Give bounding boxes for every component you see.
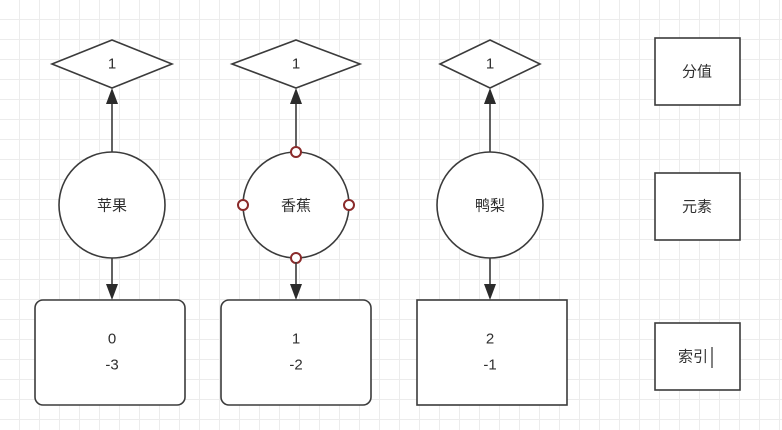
column-apple[interactable]: 1 苹果 0 -3: [34, 39, 186, 406]
element-circle-label-pear: 鸭梨: [475, 198, 505, 215]
legend-panel[interactable]: 分值 元素 索引: [654, 37, 741, 391]
legend-label-score: 分值: [682, 64, 712, 81]
resize-handle-west[interactable]: [237, 199, 249, 211]
selection-handles-banana[interactable]: [237, 146, 355, 264]
score-diamond-apple[interactable]: 1: [49, 39, 175, 89]
resize-handle-south[interactable]: [290, 252, 302, 264]
legend-box[interactable]: [654, 172, 741, 241]
index-box-line1-banana: 1: [292, 331, 300, 348]
score-diamond-label-pear: 1: [486, 56, 494, 73]
index-box-apple[interactable]: 0 -3: [34, 299, 186, 406]
rect-shape[interactable]: [34, 299, 186, 406]
legend-box[interactable]: [654, 322, 741, 391]
element-circle-banana[interactable]: 香蕉: [242, 151, 350, 259]
index-box-banana[interactable]: 1 -2: [220, 299, 372, 406]
edge-element-to-index-apple[interactable]: [106, 258, 118, 300]
legend-box[interactable]: [654, 37, 741, 106]
arrowhead-up-icon: [106, 88, 118, 104]
column-pear[interactable]: 1 鸭梨 2 -1: [416, 39, 568, 406]
score-diamond-banana[interactable]: 1: [229, 39, 363, 89]
legend-item-score[interactable]: 分值: [654, 37, 741, 106]
index-box-line2-pear: -1: [483, 357, 496, 374]
rect-shape[interactable]: [220, 299, 372, 406]
score-diamond-pear[interactable]: 1: [438, 39, 542, 89]
element-circle-pear[interactable]: 鸭梨: [436, 151, 544, 259]
arrowhead-down-icon: [290, 284, 302, 300]
edge-element-to-score-pear[interactable]: [484, 88, 496, 152]
element-circle-apple[interactable]: 苹果: [58, 151, 166, 259]
edge-element-to-score-apple[interactable]: [106, 88, 118, 152]
edge-element-to-index-pear[interactable]: [484, 258, 496, 300]
element-circle-label-apple: 苹果: [97, 198, 127, 215]
resize-handle-north[interactable]: [290, 146, 302, 158]
legend-item-element[interactable]: 元素: [654, 172, 741, 241]
arrowhead-down-icon: [106, 284, 118, 300]
arrowhead-up-icon: [484, 88, 496, 104]
element-circle-label-banana: 香蕉: [281, 198, 311, 215]
resize-handle-east[interactable]: [343, 199, 355, 211]
score-diamond-label-banana: 1: [292, 56, 300, 73]
rect-shape[interactable]: [416, 299, 568, 406]
column-banana[interactable]: 1 香蕉: [220, 39, 372, 406]
index-box-line2-apple: -3: [105, 357, 118, 374]
legend-label-element: 元素: [682, 199, 712, 216]
index-box-line1-pear: 2: [486, 331, 494, 348]
edge-element-to-index-banana[interactable]: [290, 262, 302, 300]
edge-element-to-score-banana[interactable]: [290, 88, 302, 152]
legend-item-index[interactable]: 索引: [654, 322, 741, 391]
legend-label-index: 索引: [678, 349, 708, 366]
index-box-line2-banana: -2: [289, 357, 302, 374]
score-diamond-label-apple: 1: [108, 56, 116, 73]
arrowhead-up-icon: [290, 88, 302, 104]
index-box-line1-apple: 0: [108, 331, 116, 348]
arrowhead-down-icon: [484, 284, 496, 300]
index-box-pear[interactable]: 2 -1: [416, 299, 568, 406]
